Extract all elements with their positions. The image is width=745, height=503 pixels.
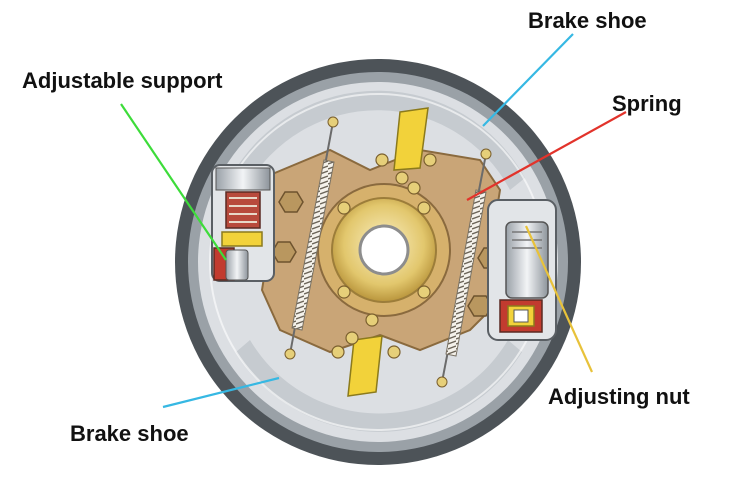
label-adjusting-nut: Adjusting nut <box>548 384 690 409</box>
leader-brake-shoe-top <box>482 33 574 127</box>
left-return-spring <box>291 159 335 331</box>
leader-adjusting-nut <box>524 225 594 373</box>
right-adjusting-nut-assembly <box>487 199 557 341</box>
leader-adjustable-support <box>120 103 227 261</box>
plate-bolt <box>271 241 297 263</box>
label-brake-shoe-bottom: Brake shoe <box>70 421 189 446</box>
top-cam <box>393 107 429 171</box>
leader-brake-shoe-bottom <box>162 376 280 409</box>
leader-spring <box>466 111 627 201</box>
plate-bolt <box>467 295 493 317</box>
hub-bore <box>358 224 410 276</box>
brake-shoe-top-lining <box>232 90 525 190</box>
plate-bolt <box>278 191 304 213</box>
left-adjustable-support <box>211 164 275 282</box>
label-brake-shoe-top: Brake shoe <box>528 8 647 33</box>
brake-shoe-bottom-lining <box>236 340 522 432</box>
bottom-cam <box>347 335 383 397</box>
label-adjustable-support: Adjustable support <box>22 68 223 93</box>
label-spring: Spring <box>612 91 682 116</box>
